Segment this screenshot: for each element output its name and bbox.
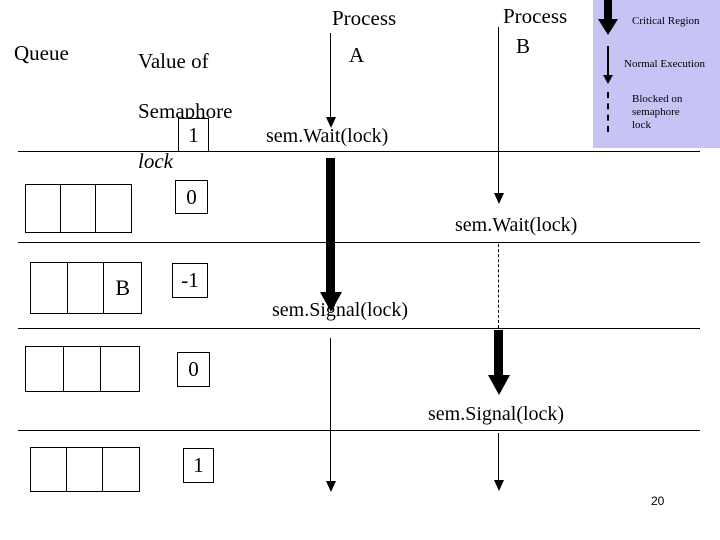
queue-cell: [64, 347, 102, 391]
page-number: 20: [651, 494, 665, 508]
column-header-queue: Queue: [14, 41, 69, 65]
process-b-blocked-dashed-line: [498, 244, 499, 328]
queue-box-row3: [25, 346, 140, 392]
queue-box-row2: B: [30, 262, 142, 314]
queue-cell: [101, 347, 139, 391]
semaphore-value-box-row1: 0: [175, 180, 208, 214]
column-header-process-b-line2: B: [516, 34, 531, 58]
process-a-arrowhead-3: [326, 481, 336, 492]
process-a-normal-line-2: [330, 338, 331, 484]
queue-cell: [31, 263, 68, 313]
semaphore-value-box-row4: 1: [183, 448, 214, 483]
semaphore-value-line1: Value of: [138, 49, 209, 73]
semaphore-value-box-row3: 0: [177, 352, 210, 387]
semaphore-value-box-row2: -1: [172, 263, 208, 298]
queue-cell: [31, 448, 67, 491]
legend-label-critical-region: Critical Region: [632, 15, 700, 27]
queue-cell: [26, 347, 64, 391]
queue-cell: [68, 263, 105, 313]
queue-cell: [67, 448, 103, 491]
legend-normal-execution-arrowhead-icon: [603, 75, 613, 84]
process-b-critical-region-line: [494, 330, 503, 378]
process-b-arrowhead-2: [488, 375, 510, 395]
legend-label-blocked: Blocked on semaphore lock: [632, 93, 683, 131]
process-a-arrowhead-1: [326, 117, 336, 128]
row-divider-1: [18, 151, 700, 152]
queue-cell: [26, 185, 61, 232]
queue-cell: [61, 185, 96, 232]
semaphore-value-box-row0: 1: [178, 118, 209, 152]
legend-critical-region-icon: [604, 0, 612, 22]
process-b-arrowhead-3: [494, 480, 504, 491]
process-b-normal-line-2: [498, 433, 499, 483]
legend-normal-execution-icon: [607, 46, 609, 77]
event-label-b-sem-signal: sem.Signal(lock): [428, 403, 565, 425]
column-header-process-b-line1: Process: [503, 4, 568, 28]
queue-cell-b: B: [115, 275, 131, 300]
row-divider-3: [18, 328, 700, 329]
queue-box-row1: [25, 184, 132, 233]
process-b-arrowhead-1: [494, 193, 504, 204]
column-header-process-a-line1: Process: [332, 6, 397, 30]
event-label-b-sem-wait: sem.Wait(lock): [455, 214, 578, 236]
legend-panel: Critical Region Normal Execution Blocked…: [593, 0, 720, 148]
column-header-process-a-line2: A: [349, 43, 365, 67]
queue-box-row4: [30, 447, 140, 492]
queue-cell: [96, 185, 131, 232]
event-label-a-sem-signal: sem.Signal(lock): [272, 299, 409, 321]
process-a-arrowhead-2: [320, 292, 342, 312]
row-divider-4: [18, 430, 700, 431]
legend-label-normal-execution: Normal Execution: [624, 58, 705, 70]
semaphore-value-lock-italic: lock: [138, 149, 173, 173]
row-divider-2: [18, 242, 700, 243]
process-a-critical-region-line: [326, 158, 335, 300]
legend-critical-region-arrowhead-icon: [598, 19, 618, 35]
legend-blocked-icon: [607, 92, 609, 132]
event-label-a-sem-wait: sem.Wait(lock): [266, 125, 389, 147]
process-b-normal-line-1: [498, 27, 499, 195]
queue-cell: [103, 448, 139, 491]
process-a-normal-line-1: [330, 33, 331, 119]
